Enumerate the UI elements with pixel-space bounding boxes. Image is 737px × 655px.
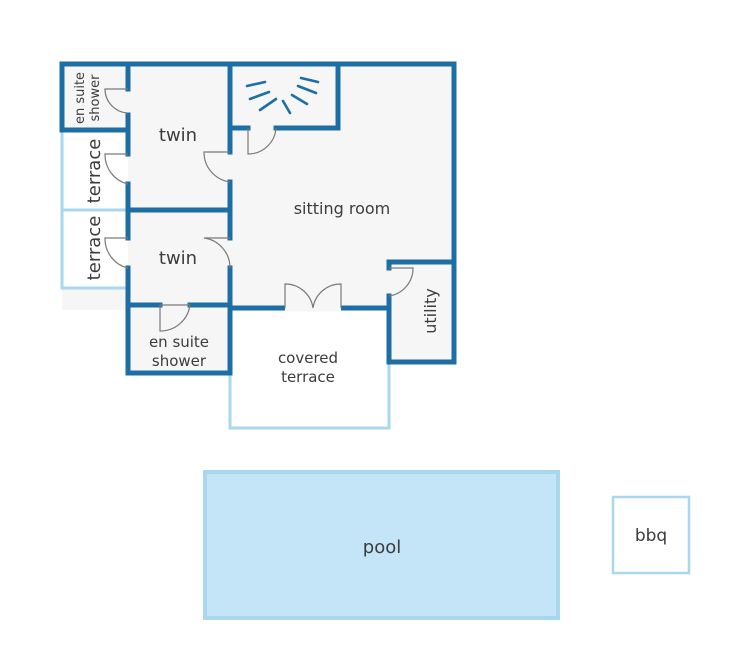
door-swing-icon	[104, 88, 129, 114]
room-labels: en suite shower twin terrace terrace twi…	[73, 72, 667, 558]
door-swing-icon	[159, 304, 191, 332]
door-swing-icon	[104, 153, 129, 185]
en-suite-top-label-2: shower	[88, 74, 103, 122]
en-suite-bottom-label-2: shower	[152, 352, 207, 370]
covered-terrace-label-1: covered	[278, 349, 338, 367]
fireplace-icon	[245, 76, 320, 115]
door-swing-icon	[284, 283, 314, 309]
twin-bottom-label: twin	[159, 248, 197, 269]
pool-area	[203, 470, 560, 620]
terrace-upper-label: terrace	[84, 139, 105, 204]
door-swing-icon	[104, 237, 129, 269]
door-swing-icon	[388, 267, 414, 297]
bbq-area	[611, 495, 691, 575]
door-swing-icon	[312, 283, 342, 309]
pool-label: pool	[363, 537, 401, 558]
doors	[104, 88, 414, 332]
room-fills	[62, 64, 454, 373]
door-swing-icon	[247, 127, 277, 155]
covered-terrace-label-2: terrace	[281, 368, 335, 386]
walls	[59, 61, 457, 376]
door-swing-icon	[203, 237, 231, 269]
sitting-room-label: sitting room	[294, 199, 391, 218]
terrace-lower-label: terrace	[84, 216, 105, 281]
door-swing-icon	[203, 151, 231, 183]
bbq-label: bbq	[635, 526, 667, 546]
utility-label: utility	[421, 288, 440, 334]
en-suite-bottom-label-1: en suite	[149, 333, 209, 351]
en-suite-top-label-1: en suite	[73, 72, 88, 124]
twin-top-label: twin	[159, 125, 197, 146]
